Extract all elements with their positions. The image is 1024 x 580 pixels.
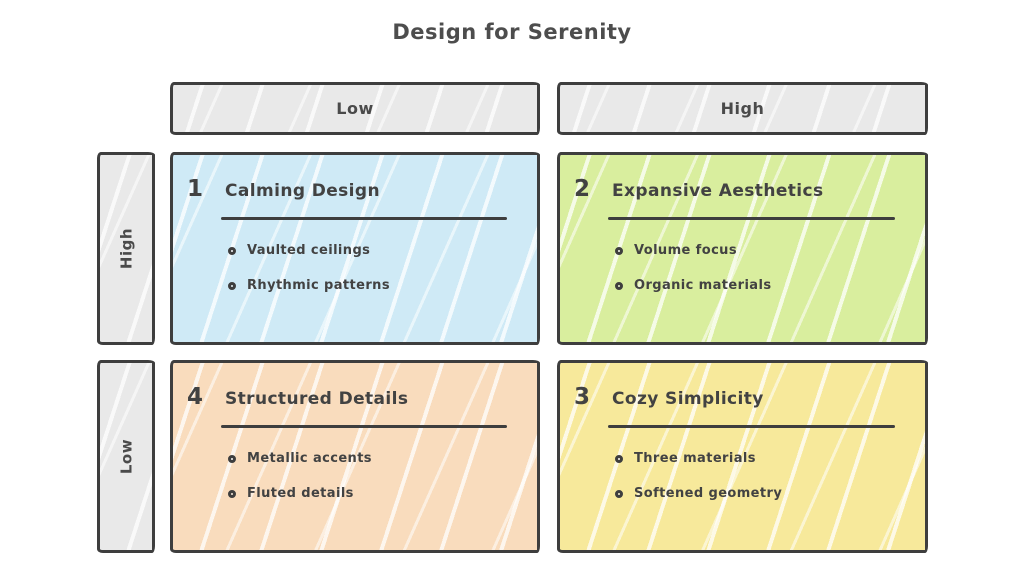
quadrant-title: Cozy Simplicity [612,389,764,409]
divider [608,217,895,220]
list-item-label: Metallic accents [247,451,372,466]
quadrant-cozy-simplicity: 3 Cozy Simplicity Three materials Soften… [557,360,928,553]
page-title: Design for Serenity [392,20,632,44]
list-item: Rhythmic patterns [228,278,515,293]
quadrant-number: 3 [574,384,591,410]
bullet-icon [615,246,623,255]
bullet-icon [615,454,623,463]
quadrant-title: Expansive Aesthetics [612,181,824,201]
quadrant-item-list: Volume focus Organic materials [615,243,903,293]
list-item: Organic materials [615,278,903,293]
list-item-label: Vaulted ceilings [247,243,371,258]
column-header-label: Low [336,99,374,118]
quadrant-calming-design: 1 Calming Design Vaulted ceilings Rhythm… [170,152,540,345]
bullet-icon [615,489,623,498]
row-header-low: Low [97,360,155,553]
quadrant-title: Calming Design [225,181,380,201]
column-header-label: High [720,99,765,118]
list-item: Softened geometry [615,486,903,501]
quadrant-title: Structured Details [225,389,409,409]
list-item-label: Rhythmic patterns [247,278,390,293]
list-item: Vaulted ceilings [228,243,515,258]
divider [608,425,895,428]
divider [221,425,507,428]
bullet-icon [615,281,623,290]
quadrant-number: 2 [574,176,591,202]
quadrant-number: 1 [187,176,204,202]
row-header-label: Low [117,438,135,475]
quadrant-number: 4 [187,384,204,410]
quadrant-expansive-aesthetics: 2 Expansive Aesthetics Volume focus Orga… [557,152,928,345]
bullet-icon [228,246,236,255]
list-item-label: Three materials [634,451,756,466]
list-item-label: Fluted details [247,486,354,501]
divider [221,217,507,220]
list-item: Volume focus [615,243,903,258]
list-item: Metallic accents [228,451,515,466]
bullet-icon [228,454,236,463]
quadrant-item-list: Metallic accents Fluted details [228,451,515,501]
list-item-label: Softened geometry [634,486,783,501]
list-item-label: Organic materials [634,278,772,293]
column-header-low: Low [170,82,540,135]
quadrant-structured-details: 4 Structured Details Metallic accents Fl… [170,360,540,553]
quadrant-item-list: Three materials Softened geometry [615,451,903,501]
quadrant-item-list: Vaulted ceilings Rhythmic patterns [228,243,515,293]
list-item: Three materials [615,451,903,466]
list-item: Fluted details [228,486,515,501]
list-item-label: Volume focus [634,243,737,258]
bullet-icon [228,281,236,290]
bullet-icon [228,489,236,498]
row-header-label: High [117,227,135,270]
column-header-high: High [557,82,928,135]
row-header-high: High [97,152,155,345]
